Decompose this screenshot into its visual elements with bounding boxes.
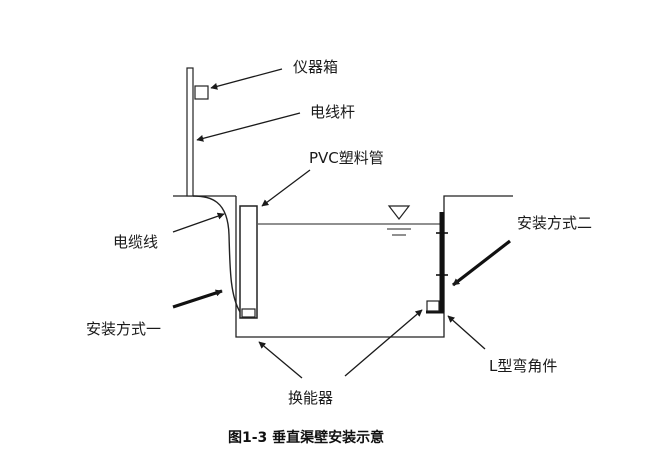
water-level-symbol [387,205,411,220]
arrow-pvc-pipe [261,169,311,207]
channel-outline [235,195,513,338]
figure-caption: 图1-3 垂直渠壁安装示意 [228,429,384,446]
arrow-method-one [172,289,223,309]
label-cable: 电缆线 [113,233,158,251]
label-pvc-pipe: PVC塑料管 [309,149,384,167]
arrow-cable [172,212,225,233]
arrow-l-bracket [447,315,486,350]
pvc-pipe [239,205,258,319]
transducer-method-one [241,308,256,318]
label-transducer: 换能器 [288,389,333,407]
transducer-method-two [426,300,440,312]
label-method-two: 安装方式二 [517,214,592,232]
arrow-transducer-left [258,341,303,379]
label-instrument-box: 仪器箱 [293,58,338,76]
label-pole: 电线杆 [310,103,355,121]
label-l-bracket: L型弯角件 [489,357,557,375]
arrow-method-two [452,239,511,287]
instrument-box [194,85,209,100]
arrow-pole [196,112,301,142]
arrow-instrument-box [210,68,283,90]
arrow-transducer-right [344,309,423,377]
utility-pole [186,67,194,197]
cable-line [192,195,241,313]
label-method-one: 安装方式一 [86,320,161,338]
